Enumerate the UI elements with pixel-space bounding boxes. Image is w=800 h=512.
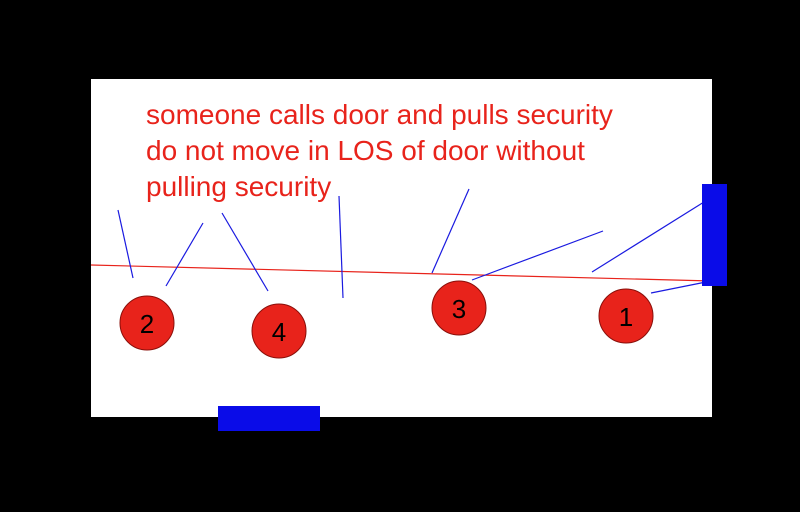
note-line-3: pulling security xyxy=(146,171,332,202)
sector-line xyxy=(117,209,134,279)
sector-line xyxy=(471,230,604,281)
sector-line xyxy=(221,212,269,292)
sector-line xyxy=(338,195,344,299)
operator-marker xyxy=(431,280,487,336)
note-line-1: someone calls door and pulls security xyxy=(146,99,613,130)
sector-line xyxy=(431,188,470,274)
room-board xyxy=(91,79,712,417)
operator-marker xyxy=(598,288,654,344)
operator-label: 1 xyxy=(619,302,633,332)
operator-marker xyxy=(251,303,307,359)
operator-label: 4 xyxy=(272,317,286,347)
operator-label: 3 xyxy=(452,294,466,324)
sector-line xyxy=(165,222,204,287)
sector-line xyxy=(650,281,707,294)
operator-4: 4 xyxy=(251,303,307,359)
door-line-of-sight xyxy=(90,264,713,282)
operator-2: 2 xyxy=(119,295,175,351)
door-bottom xyxy=(218,406,320,431)
operator-3: 3 xyxy=(431,280,487,336)
sector-line xyxy=(591,201,705,273)
operator-label: 2 xyxy=(140,309,154,339)
door-right xyxy=(702,184,727,286)
operator-marker xyxy=(119,295,175,351)
note-line-2: do not move in LOS of door without xyxy=(146,135,585,166)
operator-1: 1 xyxy=(598,288,654,344)
